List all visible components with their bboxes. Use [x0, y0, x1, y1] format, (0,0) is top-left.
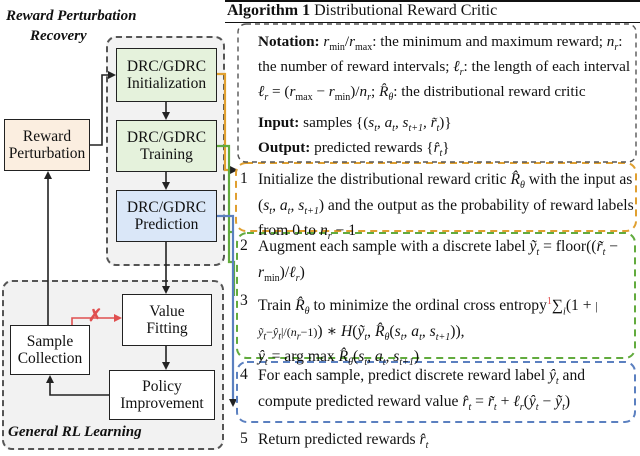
reward-perturbation-title: Reward Perturbation: [6, 8, 137, 24]
blue-connector: [217, 214, 237, 407]
sample-collection-box: Sample Collection: [10, 325, 90, 375]
algorithm-top-rule: [225, 0, 640, 2]
footnote-marker: 1: [546, 296, 552, 307]
step-2-text: Augment each sample with a discrete labe…: [258, 238, 619, 284]
step-number-1: 1: [240, 170, 248, 187]
step-number-4: 4: [240, 366, 248, 383]
notation-label: Notation:: [258, 33, 320, 50]
input-line: Input: samples {(st, at, st+1, r̃t)}: [258, 114, 452, 135]
arrow-policy-to-sample: [46, 375, 109, 396]
drc-initialization-box: DRC/GDRC Initialization: [116, 48, 217, 102]
notation-frame: [237, 23, 637, 163]
algorithm-title-rule: [225, 22, 640, 23]
blocked-cross-icon: ✗: [88, 306, 103, 325]
step-number-3: 3: [240, 292, 248, 309]
arrow-reward-to-init: [90, 71, 116, 146]
reward-perturbation-box: Reward Perturbation: [4, 119, 90, 171]
general-rl-learning-title: General RL Learning: [8, 424, 142, 440]
recovery-title: Recovery: [30, 28, 87, 44]
step-number-5: 5: [240, 430, 248, 447]
step-1-text: Initialize the distributional reward cri…: [258, 171, 634, 243]
drc-prediction-box: DRC/GDRC Prediction: [116, 190, 217, 242]
policy-improvement-box: Policy Improvement: [109, 370, 215, 420]
step4-frame: [236, 361, 636, 423]
output-line: Output: predicted rewards {r̂t}: [258, 139, 450, 160]
step-4-text: For each sample, predict discrete reward…: [258, 367, 586, 413]
algorithm-title: Algorithm 1 Distributional Reward Critic: [227, 2, 498, 19]
step-3-text: Train R̂θ to minimize the ordinal cross …: [258, 296, 598, 369]
step1-frame: [235, 162, 637, 232]
step-number-2: 2: [240, 237, 248, 254]
blocked-sample-to-value-arrow: [71, 314, 122, 325]
drc-training-box: DRC/GDRC Training: [116, 120, 217, 172]
step-5-text: Return predicted rewards r̂t: [258, 431, 429, 452]
step23-frame: [236, 232, 636, 359]
orange-connector: [217, 72, 238, 174]
value-fitting-box: Value Fitting: [122, 294, 212, 346]
notation-block: Notation: rmin/rmax: the minimum and max…: [258, 33, 631, 104]
